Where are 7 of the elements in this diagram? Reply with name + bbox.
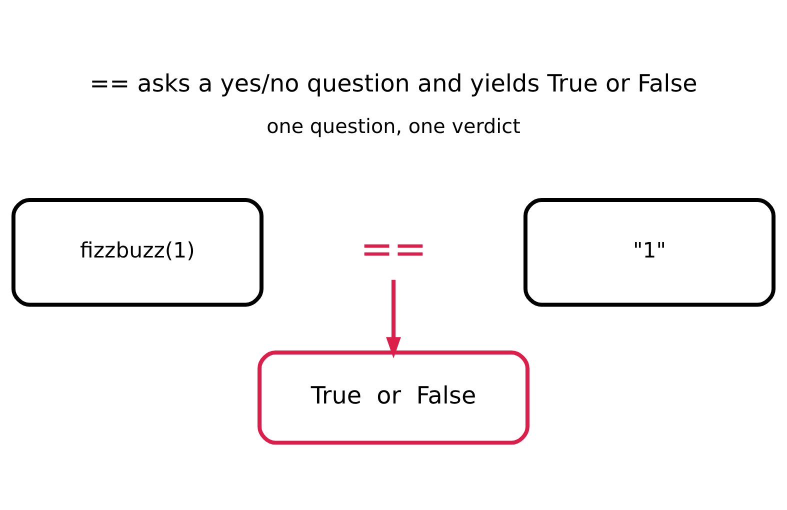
label: one question, one verdict bbox=[266, 114, 520, 138]
arrow bbox=[386, 280, 401, 358]
node-box: "1" bbox=[524, 198, 776, 307]
diagram-title: == asks a yes/no question and yields True or False bbox=[90, 70, 698, 98]
node-text: == bbox=[360, 226, 427, 272]
node-box: fizzbuzz(1) bbox=[11, 198, 264, 307]
node-box: True or False bbox=[258, 350, 530, 445]
